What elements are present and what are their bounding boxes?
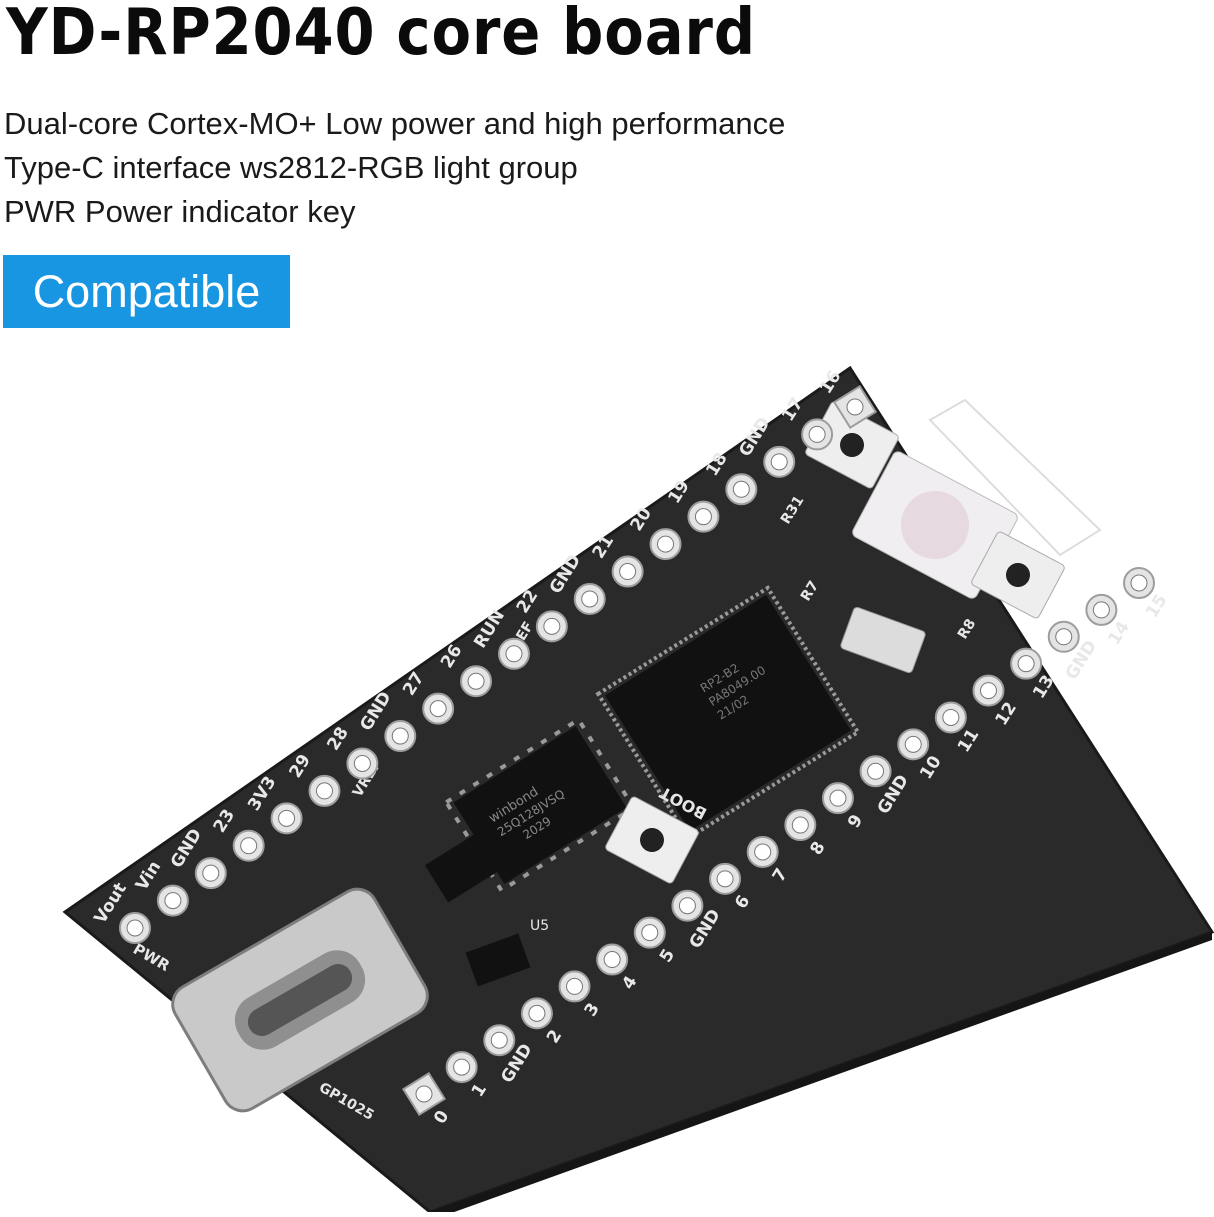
compatible-badge: Compatible: [3, 255, 290, 328]
pin-bottom-hole: [415, 1085, 433, 1103]
pin-bottom-hole: [791, 816, 809, 834]
pin-top-hole: [278, 809, 296, 827]
feature-line: Dual-core Cortex-MO+ Low power and high …: [4, 106, 786, 141]
rp2040-chip: RP2-B2 PA8049.00 21/02: [595, 585, 861, 841]
pin-top-hole: [429, 700, 447, 718]
pin-top-hole: [202, 864, 220, 882]
pin-bottom-hole: [1055, 628, 1073, 646]
pin-top-hole: [391, 727, 409, 745]
pin-top-hole: [315, 782, 333, 800]
pin-top-hole: [543, 617, 561, 635]
pin-bottom-hole: [641, 924, 659, 942]
flash-chip: winbond 25Q128JVSQ 2029: [443, 716, 637, 894]
feature-list: Dual-core Cortex-MO+ Low power and high …: [4, 102, 785, 234]
regulator-u5: [465, 933, 531, 987]
pin-bottom-hole: [942, 708, 960, 726]
pin-bottom-hole: [528, 1004, 546, 1022]
boot-switch: [605, 796, 699, 884]
pin-top-hole: [808, 425, 826, 443]
pin-bottom-hole: [1130, 574, 1148, 592]
pin-top-hole: [846, 398, 864, 416]
pin-bottom-hole: [867, 762, 885, 780]
pin-top-hole: [353, 754, 371, 772]
pin-top-hole: [694, 508, 712, 526]
pin-bottom-hole: [716, 870, 734, 888]
pin-bottom-hole: [603, 951, 621, 969]
board-illustration: RP2-B2 PA8049.00 21/02 winbond 25Q128JVS…: [62, 365, 1214, 1217]
pin-bottom-hole: [829, 789, 847, 807]
pin-top-hole: [126, 919, 144, 937]
pin-bottom-hole: [1092, 601, 1110, 619]
pin-bottom-hole: [904, 735, 922, 753]
feature-line: Type-C interface ws2812-RGB light group: [4, 150, 578, 185]
u5-label: U5: [530, 918, 549, 934]
pin-top-hole: [581, 590, 599, 608]
pin-bottom-hole: [490, 1031, 508, 1049]
pin-top-hole: [240, 837, 258, 855]
pin-top-hole: [657, 535, 675, 553]
rgb-outline: [928, 398, 1102, 557]
pin-top-hole: [164, 892, 182, 910]
pin-top-hole: [770, 453, 788, 471]
pin-top-hole: [467, 672, 485, 690]
pin-top-hole: [619, 563, 637, 581]
user-switch: [971, 531, 1065, 619]
pin-bottom-hole: [453, 1058, 471, 1076]
pin-bottom-hole: [566, 977, 584, 995]
pin-top-hole: [732, 480, 750, 498]
feature-line: PWR Power indicator key: [4, 194, 356, 229]
pin-bottom-hole: [979, 682, 997, 700]
pcb-edge: [430, 932, 1212, 1217]
regulator: [424, 833, 500, 903]
pin-bottom-hole: [678, 897, 696, 915]
pin-bottom-hole: [1017, 655, 1035, 673]
rgb-led: [852, 451, 1018, 599]
usb-type-c-port: [171, 887, 429, 1113]
board-photo: RP2-B2 PA8049.00 21/02 winbond 25Q128JVS…: [0, 340, 1214, 1217]
pin-top-hole: [505, 645, 523, 663]
page-title: YD-RP2040 core board: [6, 0, 756, 70]
pin-bottom-hole: [754, 843, 772, 861]
crystal: [840, 606, 926, 674]
